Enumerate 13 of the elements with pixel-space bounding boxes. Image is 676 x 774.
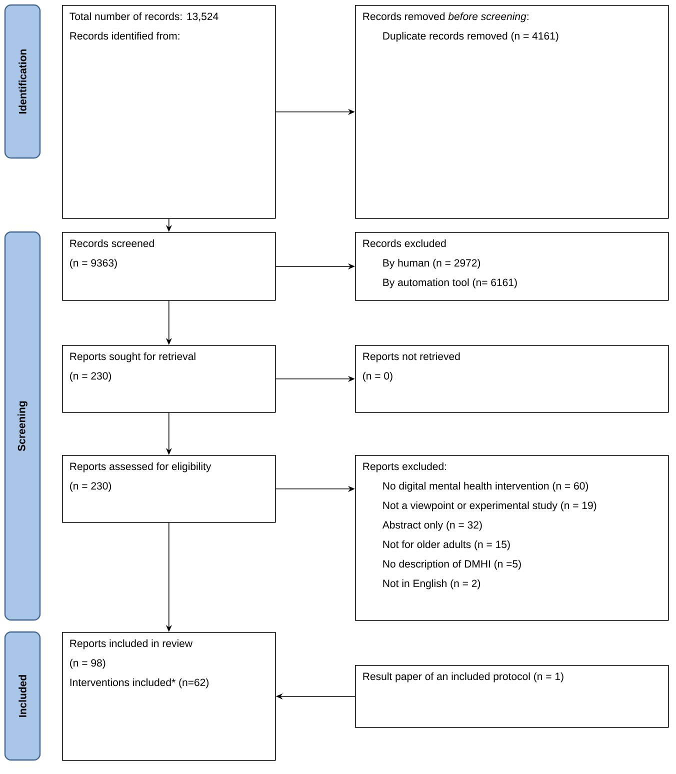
phase-band: Included — [4, 631, 41, 761]
process-box: Reports not retrieved (n = 0) — [355, 345, 669, 413]
process-box: Records screened (n = 9363) — [62, 232, 276, 301]
process-box: Total number of records: 13,524 Records identified from: — [62, 5, 276, 219]
process-box: Reports included in review (n = 98) Interventions included* (n=62) — [62, 632, 276, 761]
phase-band: Screening — [4, 231, 41, 621]
phase-band: Identification — [4, 4, 41, 159]
process-box: Records excluded By human (n = 2972) By automation tool (n= 6161) — [355, 232, 669, 301]
process-box: Result paper of an included protocol (n = 1) — [355, 665, 669, 728]
process-box: Records removed before screening: Duplicate records removed (n = 4161) — [355, 5, 669, 219]
process-box: Reports assessed for eligibility (n = 230) — [62, 455, 276, 523]
process-box: Reports excluded: No digital mental health intervention (n = 60) Not a viewpoint or experimental study (n = 19) Abstract only (n = 32) Not for older adults (n = 15) No description of DMHI (n =5) Not in English (n = 2) — [355, 455, 669, 621]
process-box: Reports sought for retrieval (n = 230) — [62, 345, 276, 413]
